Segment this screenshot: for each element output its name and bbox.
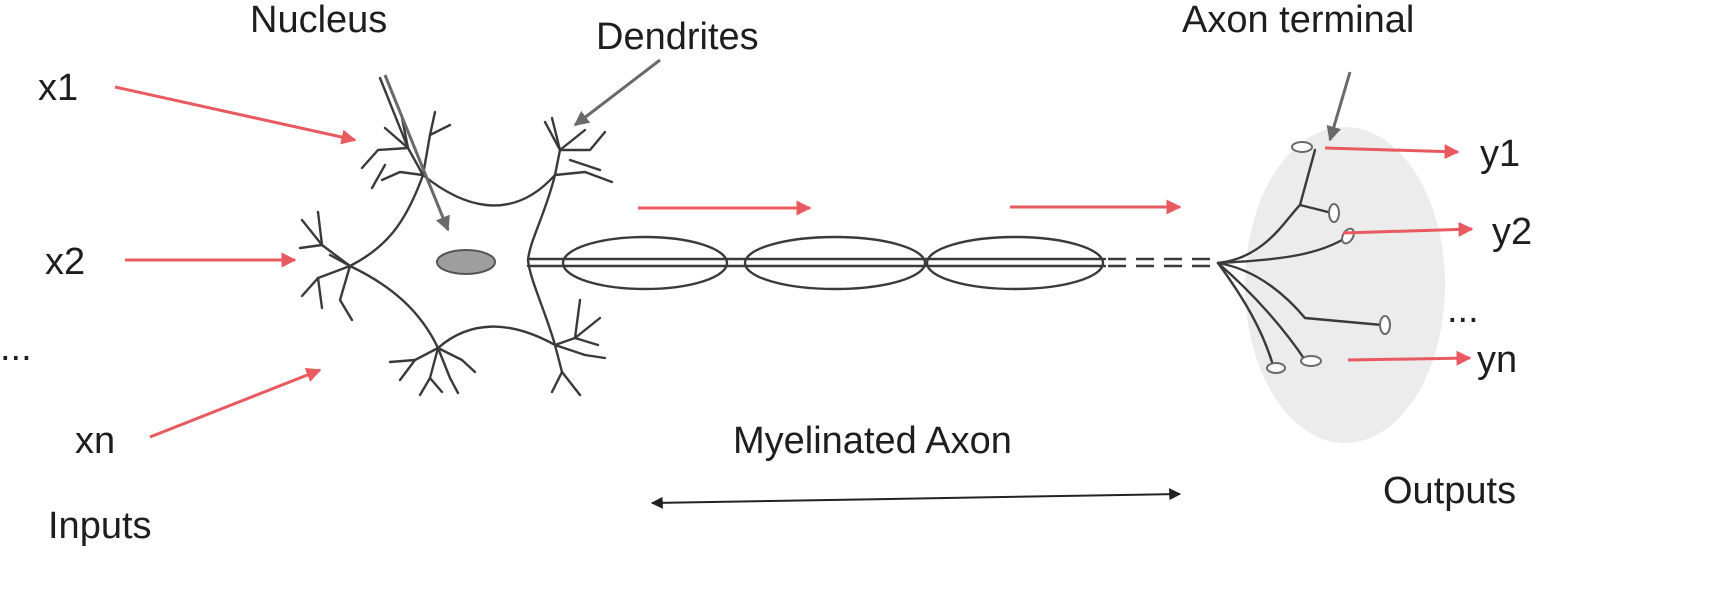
label-axon-terminal: Axon terminal bbox=[1182, 0, 1414, 41]
nucleus-pointer bbox=[383, 74, 450, 232]
output-label: ... bbox=[1447, 289, 1479, 331]
axon-terminal-pointer bbox=[1326, 71, 1352, 142]
input-label: x1 bbox=[38, 67, 78, 109]
axon-dashed-gap bbox=[1108, 257, 1215, 268]
input-arrow-xn bbox=[149, 367, 322, 439]
output-arrow-y1 bbox=[1324, 144, 1460, 160]
input-label: xn bbox=[75, 420, 115, 462]
input-arrow-x1 bbox=[114, 85, 357, 145]
label-inputs: Inputs bbox=[48, 505, 152, 547]
input-label: x2 bbox=[45, 241, 85, 283]
dendrites-pointer bbox=[573, 58, 661, 127]
dendrites bbox=[298, 76, 614, 397]
output-label: y1 bbox=[1480, 133, 1520, 175]
output-label: yn bbox=[1477, 339, 1517, 381]
label-dendrites: Dendrites bbox=[596, 16, 759, 58]
pointer-arrows bbox=[383, 58, 1352, 232]
signal-arrows bbox=[114, 85, 1474, 439]
synaptic-knobs bbox=[1266, 141, 1391, 374]
output-arrow-yn bbox=[1347, 350, 1472, 366]
axon-terminal-region bbox=[1245, 127, 1445, 443]
input-label: ... bbox=[0, 327, 32, 369]
label-nucleus: Nucleus bbox=[250, 0, 387, 41]
axon bbox=[526, 257, 1107, 268]
myelin-sheaths bbox=[561, 235, 1105, 291]
label-outputs: Outputs bbox=[1383, 470, 1516, 512]
output-arrow-y2 bbox=[1342, 221, 1474, 237]
axon-terminal-branches bbox=[1216, 148, 1384, 364]
label-myelinated-axon: Myelinated Axon bbox=[733, 420, 1012, 462]
output-label: y2 bbox=[1492, 211, 1532, 253]
nucleus bbox=[436, 249, 496, 275]
myelinated-axon-span-arrow bbox=[650, 488, 1182, 509]
